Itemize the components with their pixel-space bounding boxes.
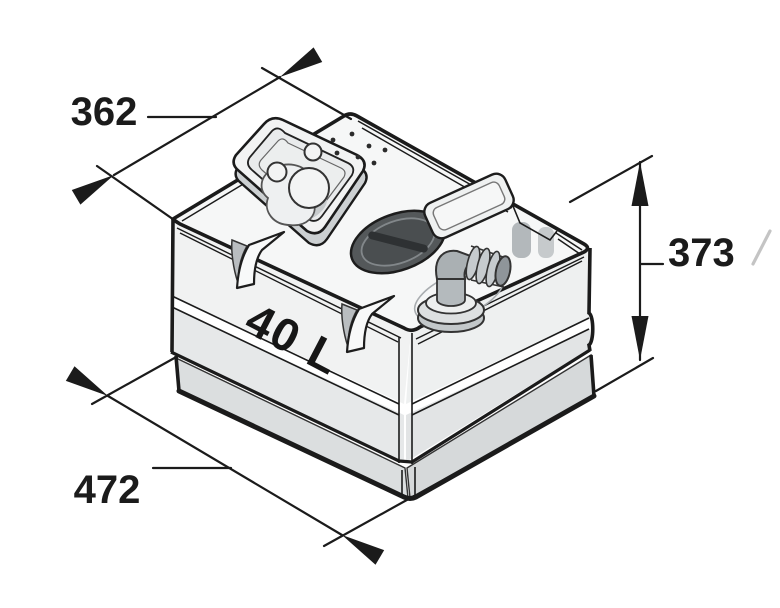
mid-band-lines: [171, 295, 590, 416]
right-mid-band: [406, 329, 591, 462]
body-lower-edge: [170, 348, 591, 464]
left-wall: [172, 218, 411, 404]
sender-small-boss: [266, 161, 288, 183]
rim-lines: [176, 179, 585, 345]
hose-end-cap: [494, 255, 512, 287]
breather-holes: [330, 131, 388, 166]
hose-connector-elbow: [413, 245, 512, 333]
sender-top-boss: [303, 142, 323, 162]
rim-notch-post: [512, 222, 531, 258]
rim-notch: [512, 205, 558, 242]
cap-slot: [368, 231, 428, 253]
front-corner-chamfer: [398, 333, 416, 497]
dimension-height: 373: [568, 154, 772, 393]
back-rim-lines: [357, 120, 583, 255]
dimension-length-label: 472: [74, 468, 141, 512]
sender-mount-plate: [232, 116, 368, 247]
strap-tab-2: [341, 294, 396, 354]
left-mid-band: [172, 307, 404, 462]
right-wall: [406, 248, 590, 404]
dimension-width: 362: [71, 47, 353, 224]
tank-body: 40 L: [170, 112, 597, 501]
sender-gauge-circle: [288, 167, 330, 209]
dimension-width-label: 362: [71, 90, 138, 134]
dimension-height-label: 373: [668, 231, 735, 275]
left-edge: [170, 217, 181, 392]
dimension-length: 472: [65, 354, 416, 565]
strap-tab-1: [231, 230, 286, 290]
label-recess: [423, 172, 515, 240]
stray-slash-mark: [751, 229, 772, 266]
right-edge: [587, 247, 596, 397]
rim-notch-post-2: [538, 227, 554, 258]
